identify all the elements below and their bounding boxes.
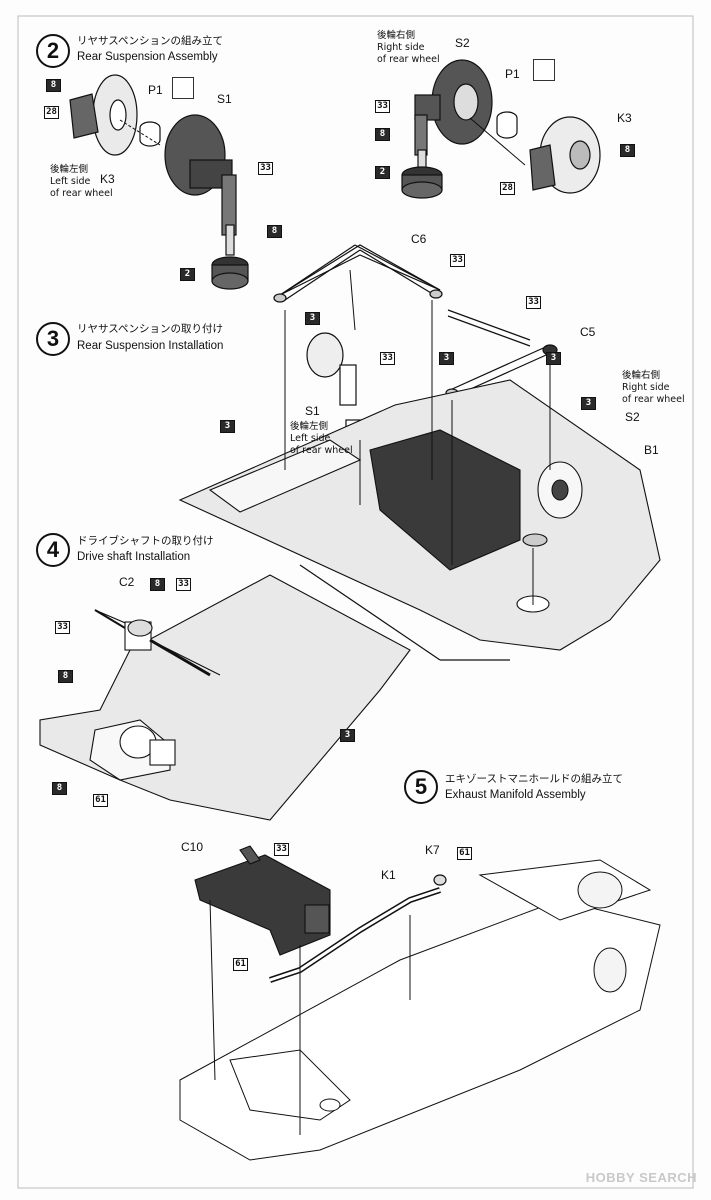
step-2-badge: 2 [36,34,70,68]
right-brake-disc [529,116,601,194]
step-3-title-jp: リヤサスペンションの取り付け [77,323,224,335]
part-code: 33 [176,578,191,591]
part-code: 8 [375,128,390,141]
step-5-badge: 5 [404,770,438,804]
part-code: 61 [233,958,248,971]
step-3-title-en: Rear Suspension Installation [77,340,224,352]
part-code: 33 [380,352,395,365]
step-2-title-jp: リヤサスペンションの組み立て [77,35,224,47]
step-4-title-en: Drive shaft Installation [77,551,191,563]
rear-chassis [178,379,661,651]
callout-k3-right: K3 [617,111,632,125]
part-code: 8 [58,670,73,683]
callout-p1-left: P1 [148,83,163,97]
part-code: 8 [620,144,635,157]
right-strut-s2 [401,59,493,199]
callout-k3-left: K3 [100,172,115,186]
left-strut-s1 [164,114,249,290]
part-code: 33 [274,843,289,856]
part-code: 8 [46,79,61,92]
callout-c5: C5 [580,325,596,339]
callout-k1: K1 [381,868,396,882]
part-code: 28 [500,182,515,195]
k1-pipe [269,874,447,983]
callout-s1-mid: S1 [305,404,320,418]
part-code: 8 [267,225,282,238]
left-brake-disc [69,74,138,156]
c10-manifold [194,845,331,956]
step-2-title-en: Rear Suspension Assembly [77,51,218,63]
part-code: 2 [180,268,195,281]
callout-s2-top: S2 [455,36,470,50]
no-glue-icon [533,59,555,81]
part-code: 3 [220,420,235,433]
part-code: 33 [258,162,273,175]
callout-p1-right: P1 [505,67,520,81]
callout-s1-top: S1 [217,92,232,106]
step-4-title-jp: ドライブシャフトの取り付け [77,535,214,547]
part-code: 61 [457,847,472,860]
part-code: 33 [450,254,465,267]
part-code: 3 [340,729,355,742]
part-code: 3 [305,312,320,325]
step-5-title-jp: エキゾーストマニホールドの組み立て [445,773,623,785]
watermark: HOBBY SEARCH [585,1170,697,1185]
part-code: 3 [546,352,561,365]
part-code: 3 [581,397,596,410]
callout-c6: C6 [411,232,427,246]
note-right-rear-2: 後輪右側 Right side of rear wheel [622,370,685,405]
part-code: 8 [52,782,67,795]
step-4-badge: 4 [36,533,70,567]
callout-c10: C10 [181,840,204,854]
part-code: 3 [439,352,454,365]
part-code: 33 [375,100,390,113]
step-5-title-en: Exhaust Manifold Assembly [445,789,586,801]
part-code: 28 [44,106,59,119]
drive-shaft-chassis [39,574,411,821]
callout-s2-mid: S2 [625,410,640,424]
note-right-rear-1: 後輪右側 Right side of rear wheel [377,30,440,65]
right-p1-part [496,111,518,139]
part-code: 2 [375,166,390,179]
part-code: 61 [93,794,108,807]
note-left-rear-1: 後輪左側 Left side of rear wheel [50,164,113,199]
note-left-rear-2: 後輪左側 Left side of rear wheel [290,421,353,456]
part-code: 8 [150,578,165,591]
callout-k7: K7 [425,843,440,857]
part-code: 33 [55,621,70,634]
step-3-badge: 3 [36,322,70,356]
callout-c2: C2 [119,575,135,589]
c6-link [273,244,443,303]
callout-b1: B1 [644,443,659,457]
part-code: 33 [526,296,541,309]
no-glue-icon [172,77,194,99]
